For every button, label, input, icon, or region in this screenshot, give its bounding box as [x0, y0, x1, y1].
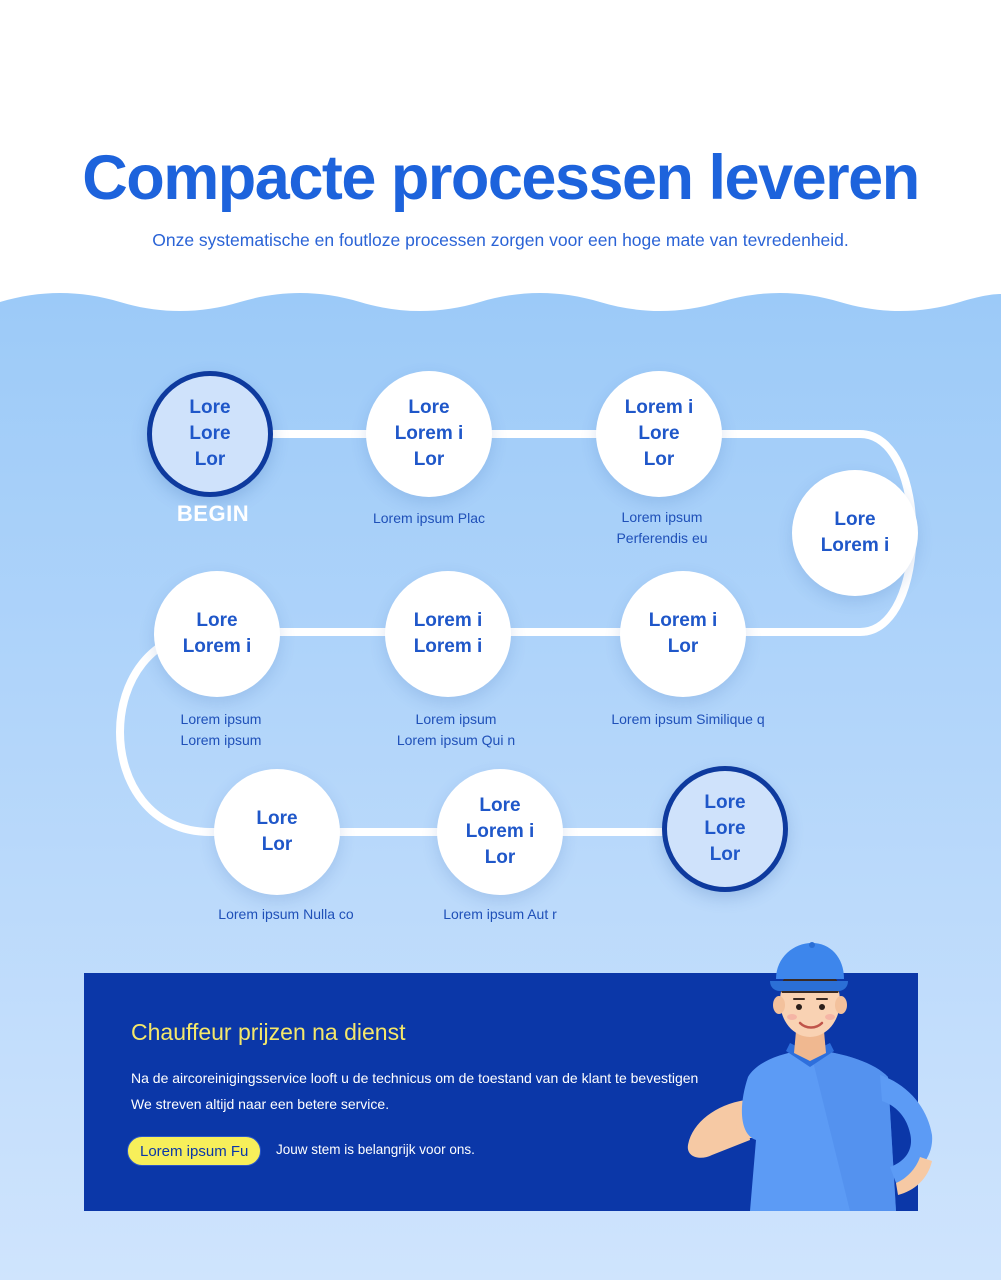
page-subtitle: Onze systematische en foutloze processen…	[152, 230, 849, 250]
process-step-8: Lore Lor	[214, 769, 340, 895]
process-step-start: Lore Lore Lor	[147, 371, 273, 497]
step-caption: Lorem ipsum Nulla co	[218, 906, 354, 922]
step-label: Lore Lor	[256, 808, 298, 855]
technician-thumbs-up-icon	[687, 942, 933, 1211]
step-label: Lore Lorem i	[182, 610, 252, 657]
process-step-4: Lore Lorem i	[792, 470, 918, 596]
step-caption: Lorem ipsum Plac	[372, 510, 486, 526]
step-label: Lore Lore Lor	[704, 792, 746, 865]
banner-title: Chauffeur prijzen na dienst	[131, 1019, 406, 1045]
banner-text-line-1: Na de aircoreinigingsservice looft u de …	[131, 1070, 699, 1086]
step-label: Lore Lore Lor	[189, 397, 231, 470]
step-caption: Lorem ipsum Perferendis eu	[616, 509, 708, 546]
page-title: Compacte processen leveren	[82, 143, 920, 213]
banner-note: Jouw stem is belangrijk voor ons.	[276, 1142, 475, 1157]
step-label: Lorem i Lore Lor	[624, 397, 694, 470]
step-caption: Lorem ipsum Lorem ipsum Qui n	[396, 711, 516, 748]
step-caption: Lorem ipsum Lorem ipsum	[180, 711, 262, 748]
process-step-9: Lore Lorem i Lor	[437, 769, 563, 895]
banner-cta-button[interactable]: Lorem ipsum Fu	[127, 1136, 262, 1166]
process-step-2: Lore Lorem i Lor	[366, 371, 492, 497]
step-label: Lore Lorem i Lor	[465, 795, 535, 868]
process-step-7: Lore Lorem i	[154, 571, 280, 697]
step-caption: Lorem ipsum Aut r	[443, 906, 557, 922]
process-step-3: Lorem i Lore Lor	[596, 371, 722, 497]
step-label: Lorem i Lorem i	[413, 610, 483, 657]
step-label: Lore Lorem i	[820, 509, 890, 556]
step-label: Lorem i Lor	[648, 610, 718, 657]
banner-text-line-2: We streven altijd naar een betere servic…	[131, 1096, 390, 1112]
step-caption: Lorem ipsum Similique q	[611, 711, 765, 727]
process-step-5: Lorem i Lor	[620, 571, 746, 697]
step-label: Lore Lorem i Lor	[394, 397, 464, 470]
begin-label: BEGIN	[176, 501, 250, 526]
process-step-6: Lorem i Lorem i	[385, 571, 511, 697]
process-step-end: Lore Lore Lor	[662, 766, 788, 892]
